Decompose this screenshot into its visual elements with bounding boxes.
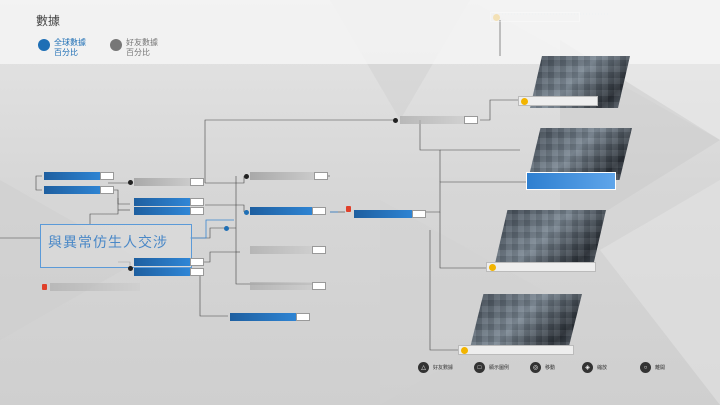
footer-show-legend[interactable]: □ 顯示圖例	[474, 362, 509, 373]
page-title: 數據	[36, 14, 61, 28]
percent-box	[190, 268, 204, 276]
tab-label: 全球數據	[54, 38, 86, 47]
flow-node[interactable]	[44, 186, 104, 194]
percent-box	[314, 172, 328, 180]
flow-node[interactable]	[134, 207, 190, 215]
ending-thumbnail[interactable]	[494, 210, 606, 268]
footer-exit[interactable]: ○ 離開	[640, 362, 665, 373]
flow-node[interactable]	[230, 313, 300, 321]
tab-friend-data[interactable]: 好友數據 百分比	[110, 38, 158, 58]
left-stick-icon: ◎	[530, 362, 541, 373]
percent-box	[190, 207, 204, 215]
flow-node[interactable]	[250, 207, 316, 215]
flow-node[interactable]	[134, 268, 190, 276]
percent-box	[312, 207, 326, 215]
tab-global-data[interactable]: 全球數據 百分比	[38, 38, 86, 58]
tab-sub: 百分比	[54, 48, 78, 57]
globe-icon	[38, 39, 50, 51]
lock-icon	[346, 206, 351, 212]
ending-label[interactable]	[458, 345, 574, 355]
triangle-button-icon: △	[418, 362, 429, 373]
circle-button-icon: ○	[640, 362, 651, 373]
node-dot	[128, 180, 133, 185]
footer-move[interactable]: ◎ 移動	[530, 362, 555, 373]
flow-node[interactable]	[250, 282, 316, 290]
flow-node[interactable]	[250, 246, 316, 254]
flow-node[interactable]	[400, 116, 468, 124]
ending-label[interactable]	[518, 96, 598, 106]
lock-icon	[521, 98, 528, 105]
percent-box	[464, 116, 478, 124]
percent-box	[190, 198, 204, 206]
percent-box	[296, 313, 310, 321]
node-dot	[244, 174, 249, 179]
node-dot	[393, 118, 398, 123]
footer-zoom[interactable]: ◈ 縮放	[582, 362, 607, 373]
percent-box	[412, 210, 426, 218]
locked-node[interactable]	[50, 283, 140, 291]
lock-icon	[42, 284, 47, 290]
percent-box	[190, 178, 204, 186]
ending-label[interactable]	[486, 262, 596, 272]
ending-thumbnail[interactable]	[470, 294, 582, 348]
choice-marker	[224, 226, 229, 231]
ending-thumbnail[interactable]	[528, 128, 632, 180]
square-button-icon: □	[474, 362, 485, 373]
footer-label: 離開	[655, 365, 666, 371]
percent-box	[312, 282, 326, 290]
ending-label[interactable]	[490, 12, 580, 22]
friends-icon	[110, 39, 122, 51]
percent-box	[100, 186, 114, 194]
flow-node[interactable]	[134, 258, 190, 266]
percent-box	[312, 246, 326, 254]
node-dot	[128, 266, 133, 271]
lock-icon	[461, 347, 468, 354]
flow-node[interactable]	[134, 198, 190, 206]
footer-label: 好友數據	[433, 365, 454, 371]
current-node-label: 與異常仿生人交涉	[48, 234, 168, 250]
footer-label: 縮放	[597, 365, 608, 371]
node-dot	[244, 210, 249, 215]
lock-icon	[493, 14, 500, 21]
tab-sub: 百分比	[126, 48, 150, 57]
right-stick-icon: ◈	[582, 362, 593, 373]
percent-box	[190, 258, 204, 266]
flow-node[interactable]	[354, 210, 416, 218]
footer-label: 移動	[545, 365, 556, 371]
footer-label: 顯示圖例	[489, 365, 510, 371]
flow-node[interactable]	[250, 172, 320, 180]
flow-node[interactable]	[44, 172, 104, 180]
flow-node[interactable]	[134, 178, 194, 186]
selected-ending-bar[interactable]	[526, 172, 616, 190]
tab-label: 好友數據	[126, 38, 158, 47]
header-bar	[0, 0, 720, 64]
lock-icon	[489, 264, 496, 271]
footer-friend-data[interactable]: △ 好友數據	[418, 362, 453, 373]
percent-box	[100, 172, 114, 180]
